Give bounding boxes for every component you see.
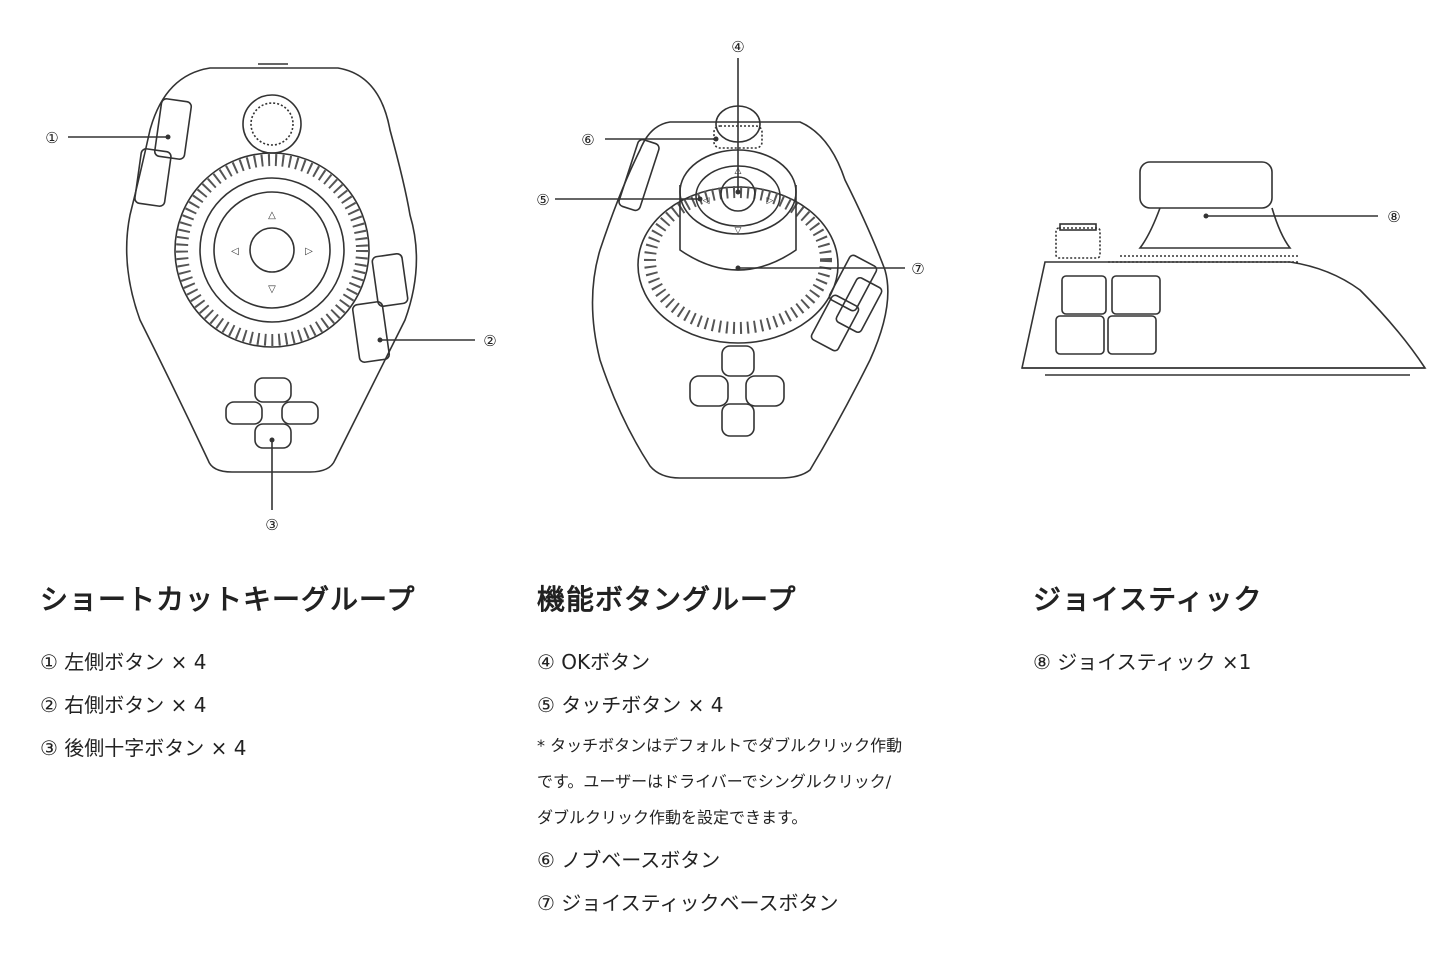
dpad-left-angled [689,375,729,407]
list-item: ① 左側ボタン × 4 [40,650,207,674]
list-item: ⑥ ノブベースボタン [537,848,721,872]
left-button-upper [153,98,193,160]
dpad-right-angled [745,375,785,407]
svg-text:◁: ◁ [231,246,239,257]
touch-button-note: * タッチボタンはデフォルトでダブルクリック作動です。ユーザーはドライバーでシン… [537,736,903,827]
section-title: ショートカットキーグループ [40,583,416,616]
svg-text:▽: ▽ [735,226,742,236]
joystick-ring-outer [174,152,370,348]
section-title: ジョイスティック [1033,583,1263,616]
dpad-right [281,401,319,425]
callout-7: ⑦ [911,260,924,278]
callout-2: ② [483,332,496,350]
device-body-outline-angled [591,121,889,479]
function-button-group-section: 機能ボタングループ ④ OKボタン ⑤ タッチボタン × 4 * タッチボタンは… [537,578,977,932]
list-item: ⑦ ジョイスティックベースボタン [537,891,839,915]
svg-text:△: △ [268,210,276,221]
dpad-down [254,423,292,449]
callout-6: ⑥ [581,131,594,149]
right-button-lower [351,301,391,363]
callout-8: ⑧ [1387,208,1400,226]
svg-text:▷: ▷ [767,196,774,206]
side-button-1 [1061,275,1107,315]
dpad-up [254,377,292,403]
svg-text:▽: ▽ [268,284,276,295]
side-button-2 [1111,275,1161,315]
joystick-side [1138,207,1292,249]
device-base-side [1021,261,1427,369]
callout-5: ⑤ [536,191,549,209]
svg-text:▷: ▷ [305,246,313,257]
list-item: ③ 後側十字ボタン × 4 [40,736,247,760]
side-knob [1055,227,1101,259]
list-item: ⑤ タッチボタン × 4 [537,693,724,717]
dpad-down-angled [721,403,755,437]
list-item: ② 右側ボタン × 4 [40,693,207,717]
callout-4: ④ [731,38,744,56]
side-button-4 [1107,315,1157,355]
right-button-upper [371,253,409,307]
device-side-view-figure: ⑧ [1021,161,1427,376]
svg-text:△: △ [735,166,742,176]
left-button-lower [134,148,172,207]
side-button-3 [1055,315,1105,355]
ok-button-top [249,227,295,273]
dpad-left [225,401,263,425]
callout-1: ① [45,129,58,147]
shortcut-key-group-section: ショートカットキーグループ ① 左側ボタン × 4 ② 右側ボタン × 4 ③ … [40,578,480,777]
dpad-up-angled [721,345,755,377]
device-top-view-figure: △ ▽ ◁ ▷ ① ② ③ [45,63,497,534]
callout-3: ③ [265,516,278,534]
list-item: ⑧ ジョイスティック ×1 [1033,650,1252,674]
device-angled-view-figure: △ ▽ ◁ ▷ ④ ⑥ ⑤ ⑦ [536,38,925,479]
device-body-outline [125,67,418,473]
joystick-section: ジョイスティック ⑧ ジョイスティック ×1 [1033,578,1413,691]
list-item: ④ OKボタン [537,650,651,674]
svg-text:◁: ◁ [703,196,710,206]
section-title: 機能ボタングループ [537,583,797,616]
